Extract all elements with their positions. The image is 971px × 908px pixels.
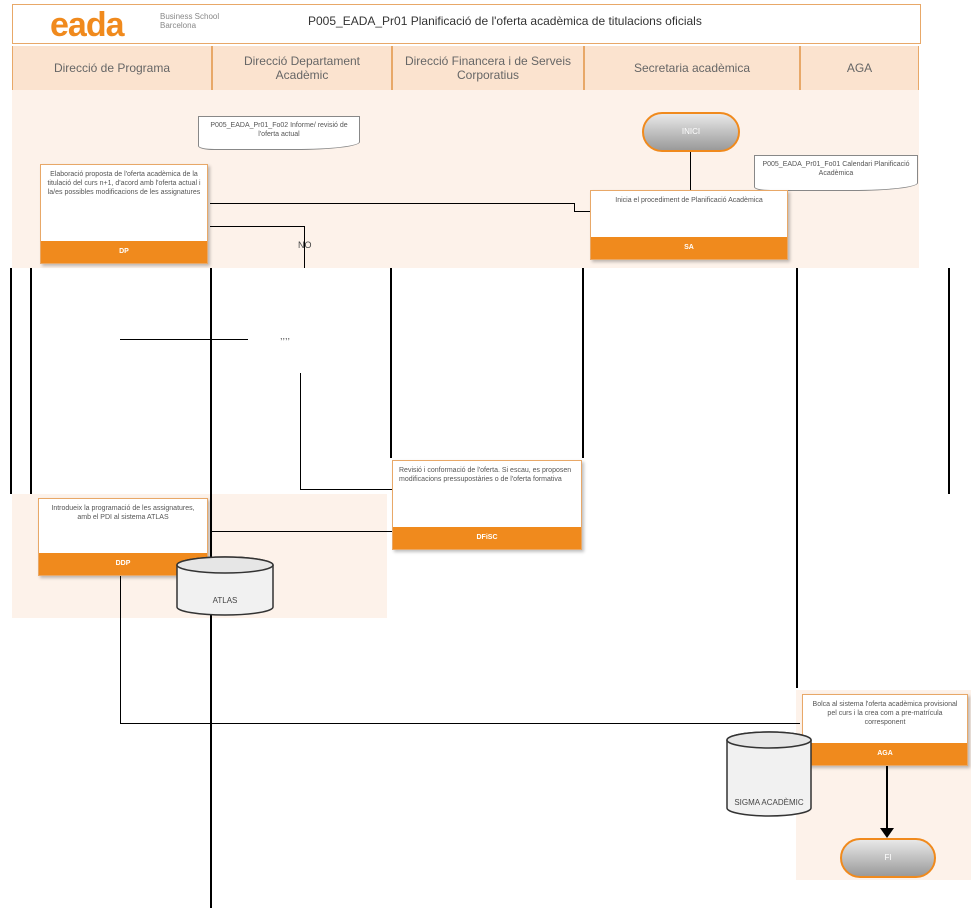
- lane-line-2: [30, 268, 32, 494]
- sigma-database-icon: [726, 731, 812, 817]
- revisio-to-introdueix-line: [210, 531, 392, 532]
- mid-horizontal-line: [120, 339, 248, 340]
- lane-line-6: [796, 268, 798, 688]
- revisio-feed-vertical: [300, 373, 301, 490]
- to-bolca-line: [120, 723, 800, 724]
- revisio-box: Revisió i conformació de l'oferta. Si es…: [392, 460, 582, 550]
- introdueix-box: Introdueix la programació de les assigna…: [38, 498, 208, 576]
- calendari-document: P005_EADA_Pr01_Fo01 Calendari Planificac…: [754, 155, 918, 191]
- atlas-database-icon: [176, 556, 274, 616]
- revisio-text: Revisió i conformació de l'oferta. Si es…: [399, 467, 572, 483]
- elaboracio-role: DP: [41, 241, 207, 263]
- elaboracio-box: Elaboració proposta de l'oferta acadèmic…: [40, 164, 208, 264]
- lane-line-7: [948, 268, 950, 494]
- lane-line-1: [10, 268, 12, 494]
- elaboracio-text: Elaboració proposta de l'oferta acadèmic…: [47, 171, 201, 196]
- eada-logo: eada: [50, 6, 124, 44]
- lane-header-departament: Direcció Departament Acadèmic: [212, 46, 392, 90]
- lane-line-4: [390, 268, 392, 458]
- introdueix-text: Introdueix la programació de les assigna…: [51, 505, 195, 521]
- logo-subtitle: Business School Barcelona: [160, 12, 220, 30]
- inicia-box: Inicia el procediment de Planificació Ac…: [590, 190, 788, 260]
- lane-line-3: [210, 268, 212, 618]
- lane-header-aga: AGA: [800, 46, 919, 90]
- introdueix-role: DDP: [39, 553, 207, 575]
- bolca-text: Bolca al sistema l'oferta acadèmica prov…: [812, 701, 958, 726]
- bolca-role: AGA: [803, 743, 967, 765]
- start-connector: [690, 152, 691, 190]
- ellipsis-label: ,,,,: [280, 331, 291, 341]
- inicia-link-vertical: [574, 203, 575, 212]
- inicia-to-elaboracio-line: [210, 203, 574, 204]
- end-terminal: FI: [840, 838, 936, 878]
- end-connector: [886, 766, 888, 834]
- revisio-feed-horizontal: [300, 489, 392, 490]
- no-return-line: [210, 226, 304, 227]
- bolca-box: Bolca al sistema l'oferta acadèmica prov…: [802, 694, 968, 766]
- lane-header-secretaria: Secretaria acadèmica: [584, 46, 800, 90]
- inicia-text: Inicia el procediment de Planificació Ac…: [615, 197, 763, 204]
- lane-line-5: [582, 268, 584, 458]
- lane-header-financera: Direcció Financera i de Serveis Corporat…: [392, 46, 584, 90]
- no-label: NO: [298, 240, 312, 250]
- lane-header-direccio-programa: Direcció de Programa: [12, 46, 212, 90]
- atlas-label: ATLAS: [212, 596, 238, 605]
- diagram-title: P005_EADA_Pr01 Planificació de l'oferta …: [308, 14, 702, 28]
- sigma-label: SIGMA ACADÈMIC: [734, 798, 804, 807]
- revisio-role: DFiSC: [393, 527, 581, 549]
- inicia-link-horizontal: [574, 211, 590, 212]
- informe-document: P005_EADA_Pr01_Fo02 Informe/ revisió de …: [198, 116, 360, 150]
- inicia-role: SA: [591, 237, 787, 259]
- introdueix-down-line: [120, 576, 121, 724]
- arrowhead-icon: [880, 828, 894, 838]
- start-terminal: INICI: [642, 112, 740, 152]
- no-return-vertical: [304, 226, 305, 268]
- atlas-down-line: [210, 618, 212, 908]
- diagram-header: [12, 4, 921, 44]
